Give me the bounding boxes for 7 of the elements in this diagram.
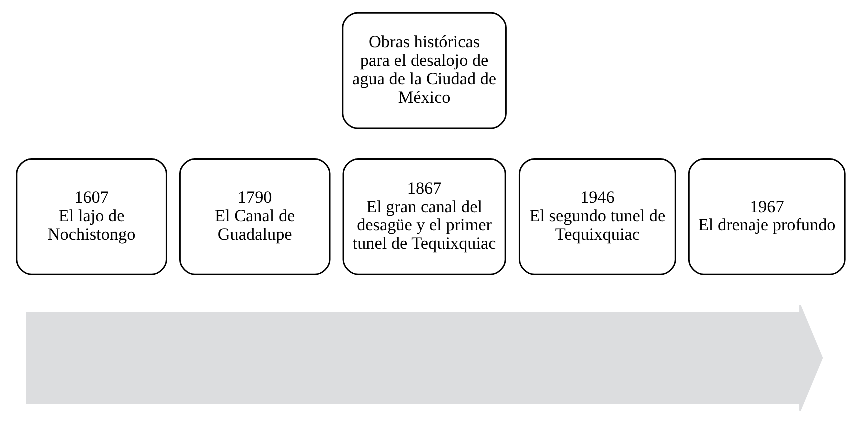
node-box: 1607 El lajo de Nochistongo [16,158,168,276]
node-box: 1967 El drenaje profundo [688,158,846,276]
node-box: 1946 El segundo tunel de Tequixquiac [518,158,676,276]
node-box: 1790 El Canal de Guadalupe [179,158,331,276]
node-box: 1867 El gran canal del desagüe y el primer tunel de Tequixquiac [342,158,506,276]
node-arrow [26,304,824,412]
node-box: Obras históricas para el desalojo de agua de la Ciudad de México [342,12,507,130]
